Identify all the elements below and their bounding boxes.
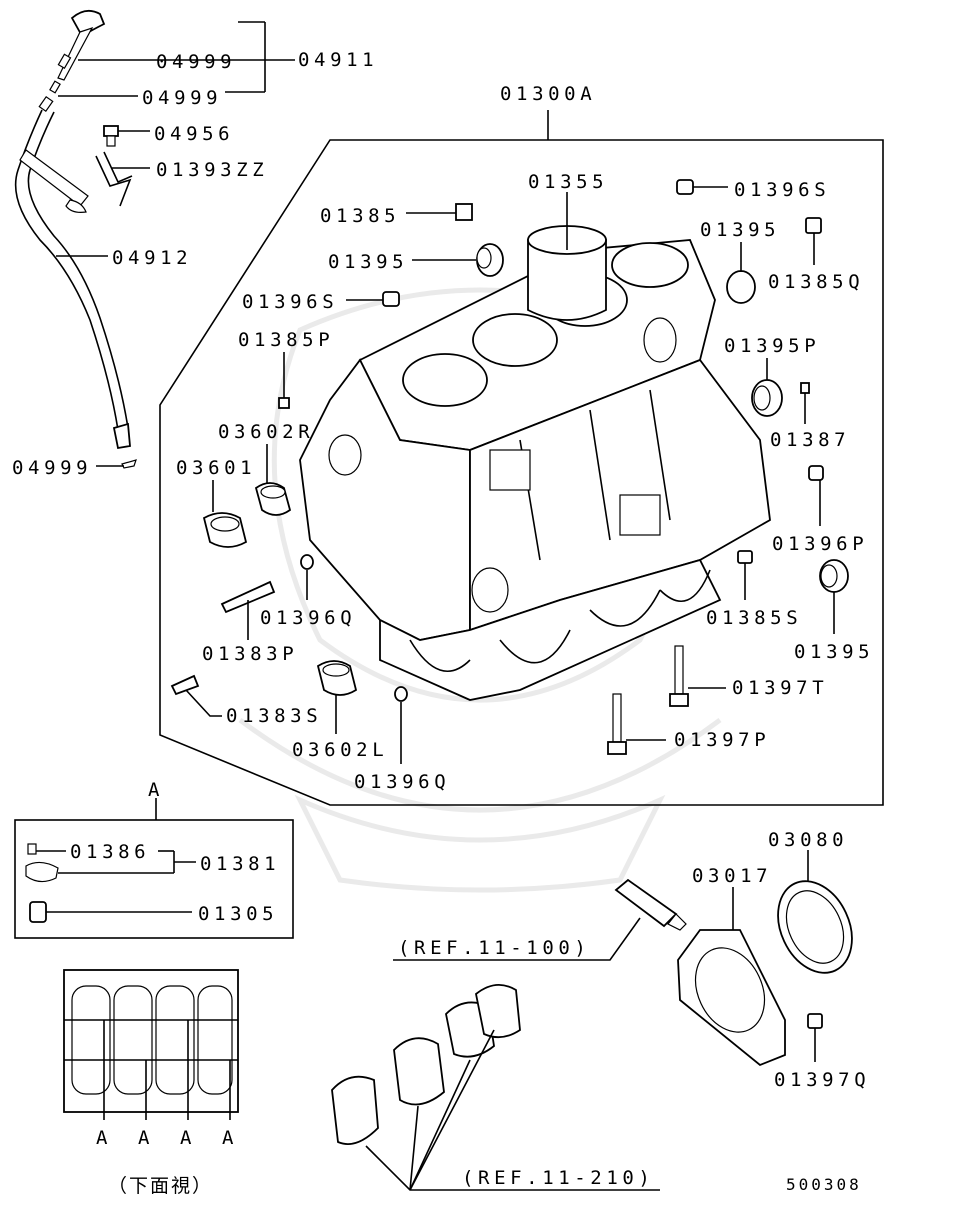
label-01355: 01355 bbox=[528, 171, 608, 193]
bearing-03601 bbox=[202, 512, 248, 548]
label-01397q: 01397Q bbox=[774, 1069, 870, 1091]
plug-01385 bbox=[455, 203, 473, 221]
callout-a-4: A bbox=[222, 1127, 238, 1149]
label-01385s: 01385S bbox=[706, 607, 802, 629]
bolt-01397q bbox=[807, 1013, 823, 1029]
inset-a-frame bbox=[14, 819, 294, 939]
drawing-number: 500308 bbox=[786, 1175, 862, 1194]
plug-01396s-right bbox=[676, 179, 694, 195]
pin-01396q-upper bbox=[300, 554, 314, 570]
callout-a-2: A bbox=[138, 1127, 154, 1149]
label-01396q-lower: 01396Q bbox=[354, 771, 450, 793]
label-04911: 04911 bbox=[298, 49, 378, 71]
label-03602r: 03602R bbox=[218, 421, 314, 443]
label-01395-top: 01395 bbox=[328, 251, 408, 273]
label-01300a: 01300A bbox=[500, 83, 596, 105]
thrust-bearings bbox=[331, 984, 521, 1146]
label-01396s-right: 01396S bbox=[734, 179, 830, 201]
label-01396p: 01396P bbox=[772, 533, 868, 555]
callout-a-inset: A bbox=[148, 779, 164, 801]
callout-a-1: A bbox=[96, 1127, 112, 1149]
label-04999-b: 04999 bbox=[142, 87, 222, 109]
plug-01385q bbox=[805, 217, 822, 234]
plug-01395-right bbox=[726, 270, 756, 304]
label-01386: 01386 bbox=[70, 841, 150, 863]
plug-01385s bbox=[737, 550, 753, 564]
plug-01395p bbox=[751, 379, 783, 417]
sealant-tube bbox=[614, 878, 687, 931]
ref-11-100: (REF.11-100) bbox=[398, 937, 590, 959]
bolt-01397t bbox=[669, 645, 689, 707]
inset-a-parts bbox=[25, 843, 59, 923]
pin-01396p bbox=[808, 465, 824, 481]
label-03601: 03601 bbox=[176, 457, 256, 479]
bolt-04956-part bbox=[103, 125, 119, 147]
bracket-01393zz-part bbox=[95, 151, 133, 207]
label-04912: 04912 bbox=[112, 247, 192, 269]
label-01305: 01305 bbox=[198, 903, 278, 925]
pin-01396q-lower bbox=[394, 686, 408, 702]
plug-01385p bbox=[278, 397, 290, 409]
label-03080: 03080 bbox=[768, 829, 848, 851]
label-01385p: 01385P bbox=[238, 329, 334, 351]
label-01387: 01387 bbox=[770, 429, 850, 451]
label-03017: 03017 bbox=[692, 865, 772, 887]
bearing-03602r bbox=[254, 482, 292, 516]
label-01383p: 01383P bbox=[202, 643, 298, 665]
bottom-view-block bbox=[63, 969, 239, 1113]
ref-11-210: (REF.11-210) bbox=[462, 1167, 654, 1189]
label-01395-right: 01395 bbox=[700, 219, 780, 241]
label-01396q-upper: 01396Q bbox=[260, 607, 356, 629]
cylinder-block bbox=[299, 225, 771, 701]
pin-01387 bbox=[800, 382, 810, 394]
block-frame bbox=[159, 139, 884, 806]
oil-dipstick bbox=[14, 9, 137, 469]
bearing-03602l bbox=[316, 660, 358, 696]
label-01381: 01381 bbox=[200, 853, 280, 875]
stud-01383p bbox=[220, 580, 276, 614]
label-04956: 04956 bbox=[154, 123, 234, 145]
label-01397t: 01397T bbox=[732, 677, 828, 699]
label-01385q: 01385Q bbox=[768, 271, 864, 293]
label-01385: 01385 bbox=[320, 205, 400, 227]
label-04999-c: 04999 bbox=[12, 457, 92, 479]
label-01395-lower: 01395 bbox=[794, 641, 874, 663]
label-01396s-left: 01396S bbox=[242, 291, 338, 313]
plug-01395-lower bbox=[819, 559, 849, 593]
rear-oil-seal-case bbox=[677, 929, 786, 1067]
oil-seal bbox=[777, 880, 853, 974]
view-caption: （下面視） bbox=[108, 1175, 213, 1197]
leader-lines bbox=[36, 21, 835, 1191]
label-03602l: 03602L bbox=[292, 739, 388, 761]
label-04999-a: 04999 bbox=[156, 51, 236, 73]
label-01383s: 01383S bbox=[226, 705, 322, 727]
plug-01396s-left bbox=[382, 291, 400, 307]
plug-01395-top bbox=[476, 243, 504, 277]
label-01393zz: 01393ZZ bbox=[156, 159, 268, 181]
bolt-01397p bbox=[607, 693, 627, 755]
label-01397p: 01397P bbox=[674, 729, 770, 751]
part-labels: 04911 04999 04999 04956 01393ZZ 04912 04… bbox=[12, 49, 874, 1197]
label-01395p: 01395P bbox=[724, 335, 820, 357]
callout-a-3: A bbox=[180, 1127, 196, 1149]
stud-01383s bbox=[170, 674, 200, 696]
